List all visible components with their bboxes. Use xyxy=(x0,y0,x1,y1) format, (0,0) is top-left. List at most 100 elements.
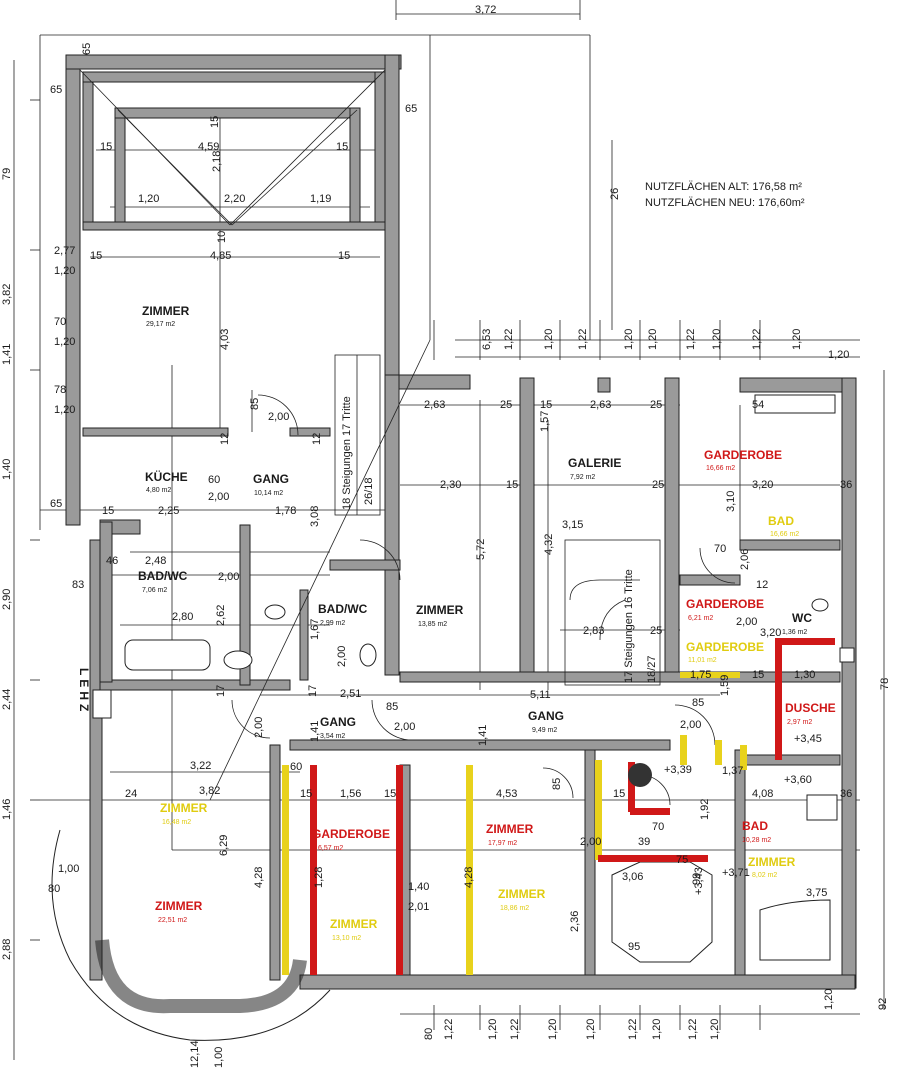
dimension-label: 2,00 xyxy=(736,616,757,628)
stair-mid-label: 17 Steigungen 16 Tritte xyxy=(623,569,635,683)
dimension-label: 4,32 xyxy=(543,534,555,555)
dimension-label: 1,22 xyxy=(577,329,589,350)
dimension-label: 2,51 xyxy=(340,688,361,700)
dimension-label: 1,41 xyxy=(477,725,489,746)
dimension-label: 1,20 xyxy=(711,329,723,350)
dimension-label: 3,72 xyxy=(475,4,496,16)
dimension-label: 1,41 xyxy=(309,721,321,742)
area-galerie: 7,92 m2 xyxy=(570,474,595,481)
dimension-label: 2,00 xyxy=(336,646,348,667)
dimension-label: 3,82 xyxy=(199,785,220,797)
room-gang-main: GANG xyxy=(528,709,564,723)
dimension-label: 3,20 xyxy=(752,479,773,491)
dimension-label: 1,75 xyxy=(690,669,711,681)
dimension-label: 2,80 xyxy=(172,611,193,623)
room-garderobe-red: GARDEROBE xyxy=(312,827,390,841)
dimension-label: 2,30 xyxy=(440,479,461,491)
diagonal-construction-lines xyxy=(79,69,431,801)
dimension-label: 2,83 xyxy=(583,625,604,637)
area-garderobe-red: 6,57 m2 xyxy=(318,845,343,852)
room-zimmer-red-mid: ZIMMER xyxy=(486,822,534,836)
dimension-label: 65 xyxy=(50,84,62,96)
dimension-label: 65 xyxy=(405,103,417,115)
dimension-label: 1,22 xyxy=(509,1019,521,1040)
dimension-label: 1,19 xyxy=(310,193,331,205)
area-zimmer-red-mid: 17,97 m2 xyxy=(488,840,517,847)
dimension-label: +3,60 xyxy=(784,774,812,786)
dimension-label: 15 xyxy=(540,399,552,411)
area-garderobe-top: 16,66 m2 xyxy=(706,465,735,472)
dimension-label: 1,20 xyxy=(651,1019,663,1040)
dimension-label: 2,90 xyxy=(1,589,13,610)
dimension-label: 1,22 xyxy=(443,1019,455,1040)
dimension-label: 80 xyxy=(423,1028,435,1040)
dimension-label: 79 xyxy=(1,168,13,180)
stair-top-ratio: 26/18 xyxy=(363,477,375,505)
fixtures xyxy=(92,394,855,963)
dimension-label: 2,00 xyxy=(208,491,229,503)
dimension-label: 2,20 xyxy=(224,193,245,205)
dimension-label: 1,40 xyxy=(1,459,13,480)
dimension-label: 2,44 xyxy=(1,689,13,710)
dimension-label: 1,59 xyxy=(719,675,731,696)
area-badwc-left: 7,06 m2 xyxy=(142,587,167,594)
dimension-label: 12 xyxy=(756,579,768,591)
bay-window-outline xyxy=(51,829,331,1041)
area-garderobe-yellow: 11,01 m2 xyxy=(688,657,717,664)
dimension-lines xyxy=(13,0,885,1060)
dimension-label: 15 xyxy=(506,479,518,491)
stair-top-label: 18 Steigungen 17 Tritte xyxy=(341,396,353,510)
dimension-label: 54 xyxy=(752,399,764,411)
area-garderobe-mid: 6,21 m2 xyxy=(688,615,713,622)
room-bad-yellow: BAD xyxy=(768,514,794,528)
dimension-label: 1,20 xyxy=(138,193,159,205)
area-note-new: NUTZFLÄCHEN NEU: 176,60m² xyxy=(645,197,805,209)
room-galerie: GALERIE xyxy=(568,456,621,470)
area-note-old: NUTZFLÄCHEN ALT: 176,58 m² xyxy=(645,181,802,193)
dimension-label: 80 xyxy=(48,883,60,895)
room-kueche: KÜCHE xyxy=(145,469,188,484)
dimension-label: 2,36 xyxy=(569,911,581,932)
dimension-label: 4,08 xyxy=(752,788,773,800)
dimension-label: 15 xyxy=(90,250,102,262)
dimension-label: 36 xyxy=(840,788,852,800)
dimension-label: 85 xyxy=(692,697,704,709)
area-zimmer-yellow-right: 8,02 m2 xyxy=(752,872,777,879)
dimension-label: +3,45 xyxy=(794,733,822,745)
area-wc: 1,36 m2 xyxy=(782,629,807,636)
dimension-label: 92 xyxy=(877,998,889,1010)
dimension-label: +3,43 xyxy=(693,867,705,895)
dimension-label: 12,14 xyxy=(189,1040,201,1068)
dimension-label: 2,00 xyxy=(680,719,701,731)
dimension-label: 85 xyxy=(249,398,261,410)
area-kueche: 4,80 m2 xyxy=(146,487,171,494)
dimension-label: 1,20 xyxy=(709,1019,721,1040)
dimension-label: +3,71 xyxy=(722,867,750,879)
dimension-label: 2,63 xyxy=(424,399,445,411)
dimension-label: 83 xyxy=(72,579,84,591)
walls xyxy=(65,54,857,990)
dimension-label: 65 xyxy=(50,498,62,510)
room-garderobe-top: GARDEROBE xyxy=(704,448,782,462)
area-bad-yellow: 16,66 m2 xyxy=(770,531,799,538)
dimension-label: 2,00 xyxy=(268,411,289,423)
dimension-label: 3,10 xyxy=(725,491,737,512)
dimension-label: 70 xyxy=(714,543,726,555)
dimension-label: 12 xyxy=(219,433,231,445)
dimension-label: 1,20 xyxy=(791,329,803,350)
dimension-label: 4,59 xyxy=(198,141,219,153)
dimension-label: 1,20 xyxy=(823,989,835,1010)
dimension-label: 1,20 xyxy=(543,329,555,350)
dimension-label: 15 xyxy=(338,250,350,262)
room-bad-bottom: BAD xyxy=(742,819,768,833)
dimension-label: 5,72 xyxy=(475,539,487,560)
dimension-label: 26 xyxy=(609,188,621,200)
dimension-label: 70 xyxy=(54,316,66,328)
dimension-label: 12 xyxy=(311,433,323,445)
stair-mid-ratio: 18/27 xyxy=(646,655,658,683)
dimension-label: 25 xyxy=(652,479,664,491)
room-zimmer-yellow-mid: ZIMMER xyxy=(498,887,546,901)
dimension-label: 1,92 xyxy=(699,799,711,820)
room-zimmer-yellow-left: ZIMMER xyxy=(160,801,208,815)
